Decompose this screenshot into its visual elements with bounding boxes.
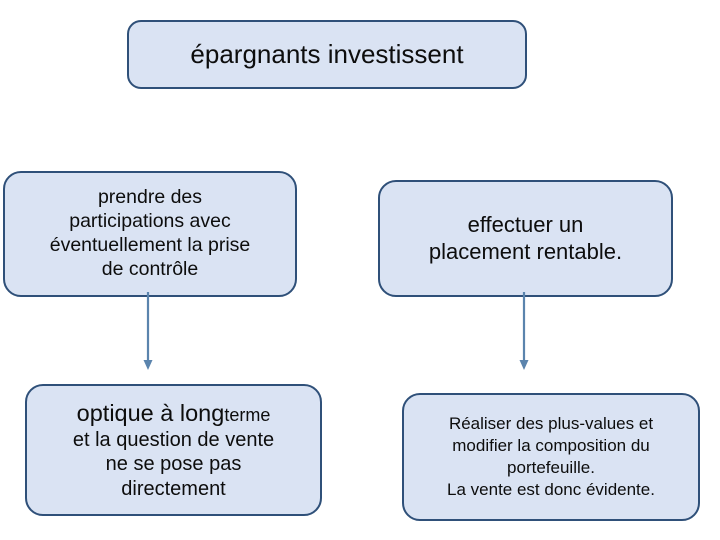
connector-arrow-left [143, 292, 153, 370]
node-optique-line-4: directement [121, 477, 226, 500]
node-realiser-line-3: portefeuille. [507, 458, 595, 477]
node-optique-line-1-suffix: terme [224, 405, 271, 426]
node-prendre-des-participations[interactable]: prendre des participations avec éventuel… [3, 171, 297, 297]
node-optique-a-long-terme[interactable]: optique à longterme et la question de ve… [25, 384, 322, 516]
node-realiser-line-2: modifier la composition du [452, 435, 650, 455]
node-participations-line-2: participations avec [69, 210, 231, 233]
connector-left-arrowhead-icon [143, 360, 153, 370]
node-participations-line-1: prendre des [97, 186, 203, 209]
node-placement-line-2: placement rentable. [428, 238, 623, 264]
node-participations-line-4: de contrôle [101, 257, 199, 280]
node-optique-line-2: et la question de vente [72, 428, 275, 451]
node-title-label: épargnants investissent [190, 38, 464, 69]
node-participations-text: prendre des participations avec éventuel… [5, 186, 295, 281]
node-optique-line-1: optique à longterme [33, 399, 314, 428]
node-placement-text: effectuer un placement rentable. [380, 212, 671, 266]
node-optique-line-3: ne se pose pas [105, 453, 242, 476]
node-participations-line-3: éventuellement la prise [49, 234, 251, 256]
connector-right-arrowhead-icon [519, 360, 529, 370]
node-optique-line-1-emphasis: optique à long [76, 400, 225, 427]
node-effectuer-un-placement-rentable[interactable]: effectuer un placement rentable. [378, 180, 673, 297]
node-realiser-line-4: La vente est donc évidente. [447, 480, 655, 500]
node-epargnants-investissent[interactable]: épargnants investissent [127, 20, 527, 89]
node-realiser-text: Réaliser des plus-values et modifier la … [404, 413, 698, 501]
node-realiser-line-1: Réaliser des plus-values et [448, 413, 654, 433]
node-placement-line-1: effectuer un [467, 211, 584, 237]
node-realiser-des-plus-values[interactable]: Réaliser des plus-values et modifier la … [402, 393, 700, 521]
node-optique-text: optique à longterme et la question de ve… [27, 399, 320, 501]
connector-arrow-right [519, 292, 529, 370]
